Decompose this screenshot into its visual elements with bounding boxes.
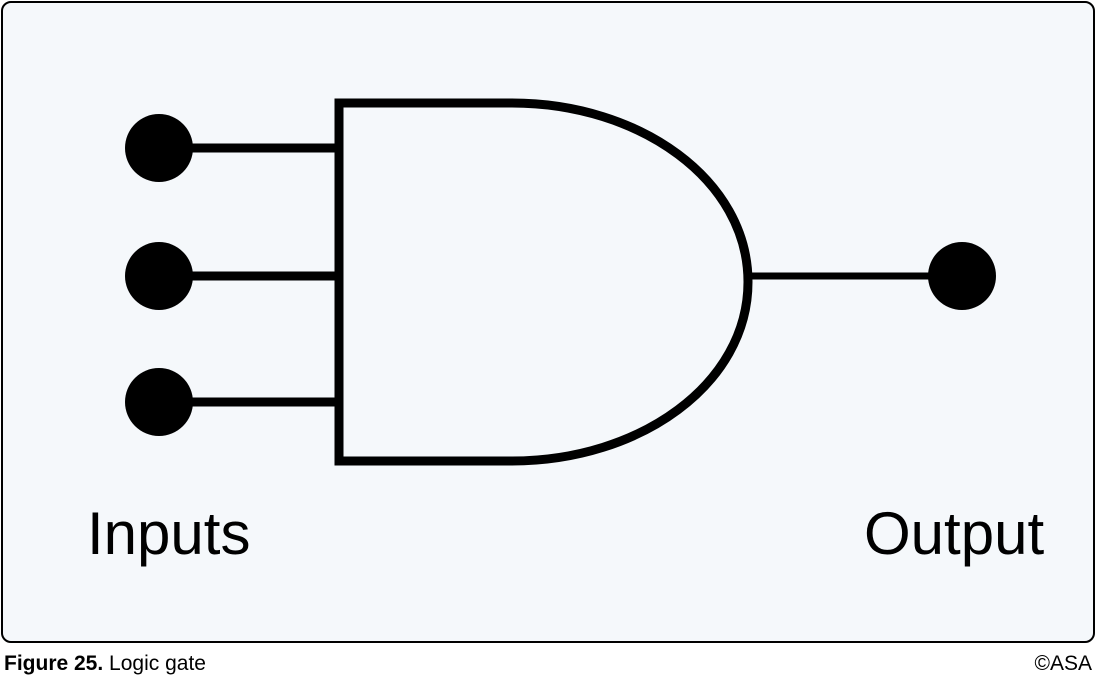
figure-number: Figure 25. — [4, 652, 104, 675]
output-terminal — [928, 242, 996, 310]
copyright-credit: ©ASA — [1034, 652, 1093, 675]
caption-text: Figure 25. Logic gate — [4, 651, 206, 677]
inputs-label: Inputs — [87, 500, 250, 567]
figure-caption: Figure 25. Logic gate ©ASA — [4, 651, 1092, 677]
output-label: Output — [864, 500, 1044, 567]
input-terminal-3 — [125, 368, 193, 436]
logic-gate-diagram: Inputs Output — [87, 98, 1044, 567]
figure-title: Logic gate — [109, 652, 206, 675]
and-gate-icon — [334, 98, 753, 466]
input-terminal-2 — [125, 242, 193, 310]
input-terminal-1 — [125, 114, 193, 182]
